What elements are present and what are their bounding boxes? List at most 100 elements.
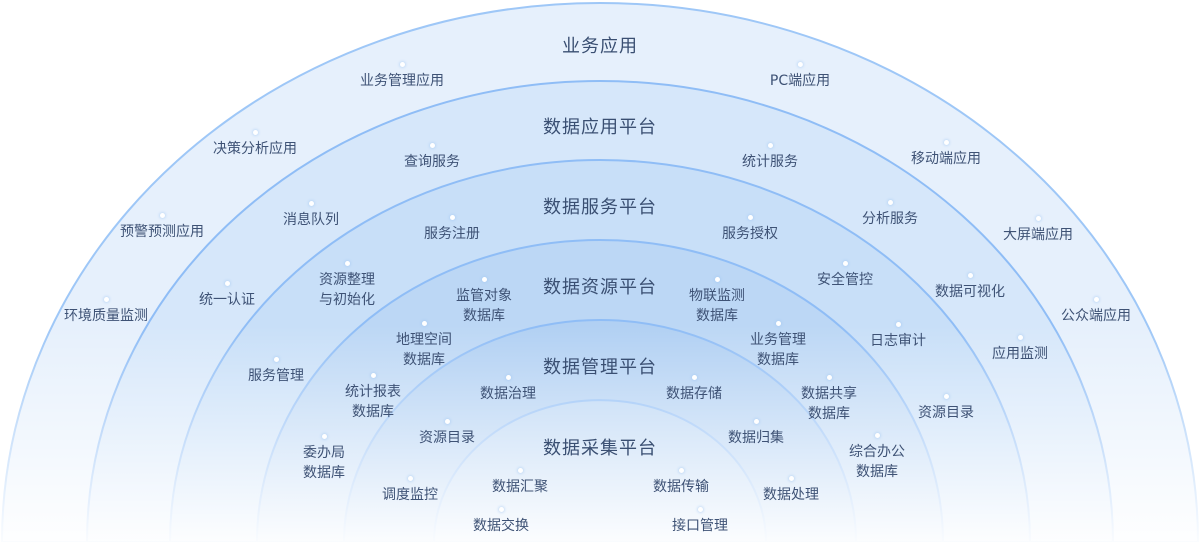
dot-marker-icon: [678, 468, 684, 473]
layer-item: 查询服务: [404, 143, 460, 172]
dot-marker-icon: [429, 143, 435, 148]
layer-item-label: 分析服务: [862, 211, 918, 227]
layer-item: 数据治理: [480, 375, 536, 404]
dot-marker-icon: [753, 419, 759, 424]
layer-item-label: 数据可视化: [935, 284, 1005, 300]
dot-marker-icon: [399, 62, 405, 67]
layer-item-label: 安全管控: [817, 272, 873, 288]
layer-item: 数据归集: [728, 419, 784, 448]
layer-item-label: 数据库: [352, 404, 394, 420]
dot-marker-icon: [967, 273, 973, 278]
layer-title: 数据管理平台: [543, 357, 657, 378]
layer-item-label: 服务注册: [424, 226, 480, 242]
dot-marker-icon: [895, 322, 901, 327]
layer-item: 调度监控: [382, 476, 438, 505]
layer-item-label: 数据库: [696, 308, 738, 324]
layer-item-label: 数据库: [463, 308, 505, 324]
dot-marker-icon: [714, 277, 720, 282]
layer-item: 安全管控: [817, 261, 873, 290]
layer-item: 日志审计: [870, 322, 926, 351]
layer-item-label: 数据传输: [653, 479, 709, 495]
dot-marker-icon: [308, 201, 314, 206]
layer-item: 数据共享数据库: [801, 375, 857, 424]
layer-item-label: 物联监测: [689, 288, 745, 304]
layer-item: 预警预测应用: [120, 213, 204, 242]
layer-item: 综合办公数据库: [849, 433, 905, 482]
layer-item-label: 数据库: [757, 352, 799, 368]
layer-item: 数据可视化: [935, 273, 1005, 302]
dot-marker-icon: [252, 130, 258, 135]
dot-marker-icon: [224, 281, 230, 286]
dot-marker-icon: [874, 433, 880, 438]
layer-item-label: 消息队列: [283, 212, 339, 228]
layer-item: 数据交换: [473, 507, 529, 536]
layer-item: 接口管理: [672, 507, 728, 536]
layer-item: 移动端应用: [911, 140, 981, 169]
dot-marker-icon: [481, 277, 487, 282]
dot-marker-icon: [797, 62, 803, 67]
dot-marker-icon: [449, 215, 455, 220]
layer-item-label: 服务管理: [248, 368, 304, 384]
dot-marker-icon: [273, 357, 279, 362]
dot-marker-icon: [842, 261, 848, 266]
dot-marker-icon: [697, 507, 703, 512]
layer-item: 业务管理数据库: [750, 321, 806, 370]
dot-marker-icon: [691, 375, 697, 380]
dot-marker-icon: [788, 476, 794, 481]
layer-item: 资源目录: [419, 419, 475, 448]
layer-title: 数据采集平台: [543, 438, 657, 459]
layer-item-label: 资源目录: [419, 430, 475, 446]
layer-item: 数据传输: [653, 468, 709, 497]
layer-item-label: 日志审计: [870, 333, 926, 349]
layer-item-label: 查询服务: [404, 154, 460, 170]
layer-item-label: 数据交换: [473, 518, 529, 534]
dot-marker-icon: [747, 215, 753, 220]
dot-marker-icon: [943, 140, 949, 145]
dot-marker-icon: [407, 476, 413, 481]
layer-item-label: 委办局: [303, 445, 345, 461]
dot-marker-icon: [1035, 216, 1041, 221]
layer-item-label: 业务管理: [750, 332, 806, 348]
layer-item-label: 公众端应用: [1061, 308, 1131, 324]
layer-item-label: 数据库: [403, 352, 445, 368]
dot-marker-icon: [767, 143, 773, 148]
layer-item: 决策分析应用: [213, 130, 297, 159]
dot-marker-icon: [826, 375, 832, 380]
layer-item-label: 监管对象: [456, 288, 512, 304]
layer-item: 统计报表数据库: [345, 373, 401, 422]
layer-item: 统计服务: [742, 143, 798, 172]
layer-title: 业务应用: [562, 36, 638, 57]
layer-item-label: 数据库: [808, 406, 850, 422]
layer-item: PC端应用: [770, 62, 830, 91]
layer-item-label: 地理空间: [396, 332, 452, 348]
layer-item: 大屏端应用: [1003, 216, 1073, 245]
dot-marker-icon: [775, 321, 781, 326]
layer-item: 数据存储: [666, 375, 722, 404]
layer-item: 服务管理: [248, 357, 304, 386]
layer-item-label: 数据处理: [763, 487, 819, 503]
layer-item-label: 数据治理: [480, 386, 536, 402]
layer-item-label: 接口管理: [672, 518, 728, 534]
layer-item-label: 与初始化: [319, 292, 375, 308]
layer-item-label: 数据库: [303, 465, 345, 481]
dot-marker-icon: [505, 375, 511, 380]
layer-item-label: 决策分析应用: [213, 141, 297, 157]
layer-item-label: 业务管理应用: [360, 73, 444, 89]
dot-marker-icon: [421, 321, 427, 326]
layer-title: 数据服务平台: [543, 197, 657, 218]
dot-marker-icon: [370, 373, 376, 378]
dot-marker-icon: [1017, 335, 1023, 340]
layer-item-label: 资源整理: [319, 272, 375, 288]
layer-item: 地理空间数据库: [396, 321, 452, 370]
layer-item-label: 移动端应用: [911, 151, 981, 167]
layer-item-label: 综合办公: [849, 444, 905, 460]
layer-item-label: 数据库: [856, 464, 898, 480]
dot-marker-icon: [344, 261, 350, 266]
dot-marker-icon: [1093, 297, 1099, 302]
layer-item-label: 数据共享: [801, 386, 857, 402]
layer-item: 委办局数据库: [303, 434, 345, 483]
layer-item: 应用监测: [992, 335, 1048, 364]
dot-marker-icon: [517, 468, 523, 473]
